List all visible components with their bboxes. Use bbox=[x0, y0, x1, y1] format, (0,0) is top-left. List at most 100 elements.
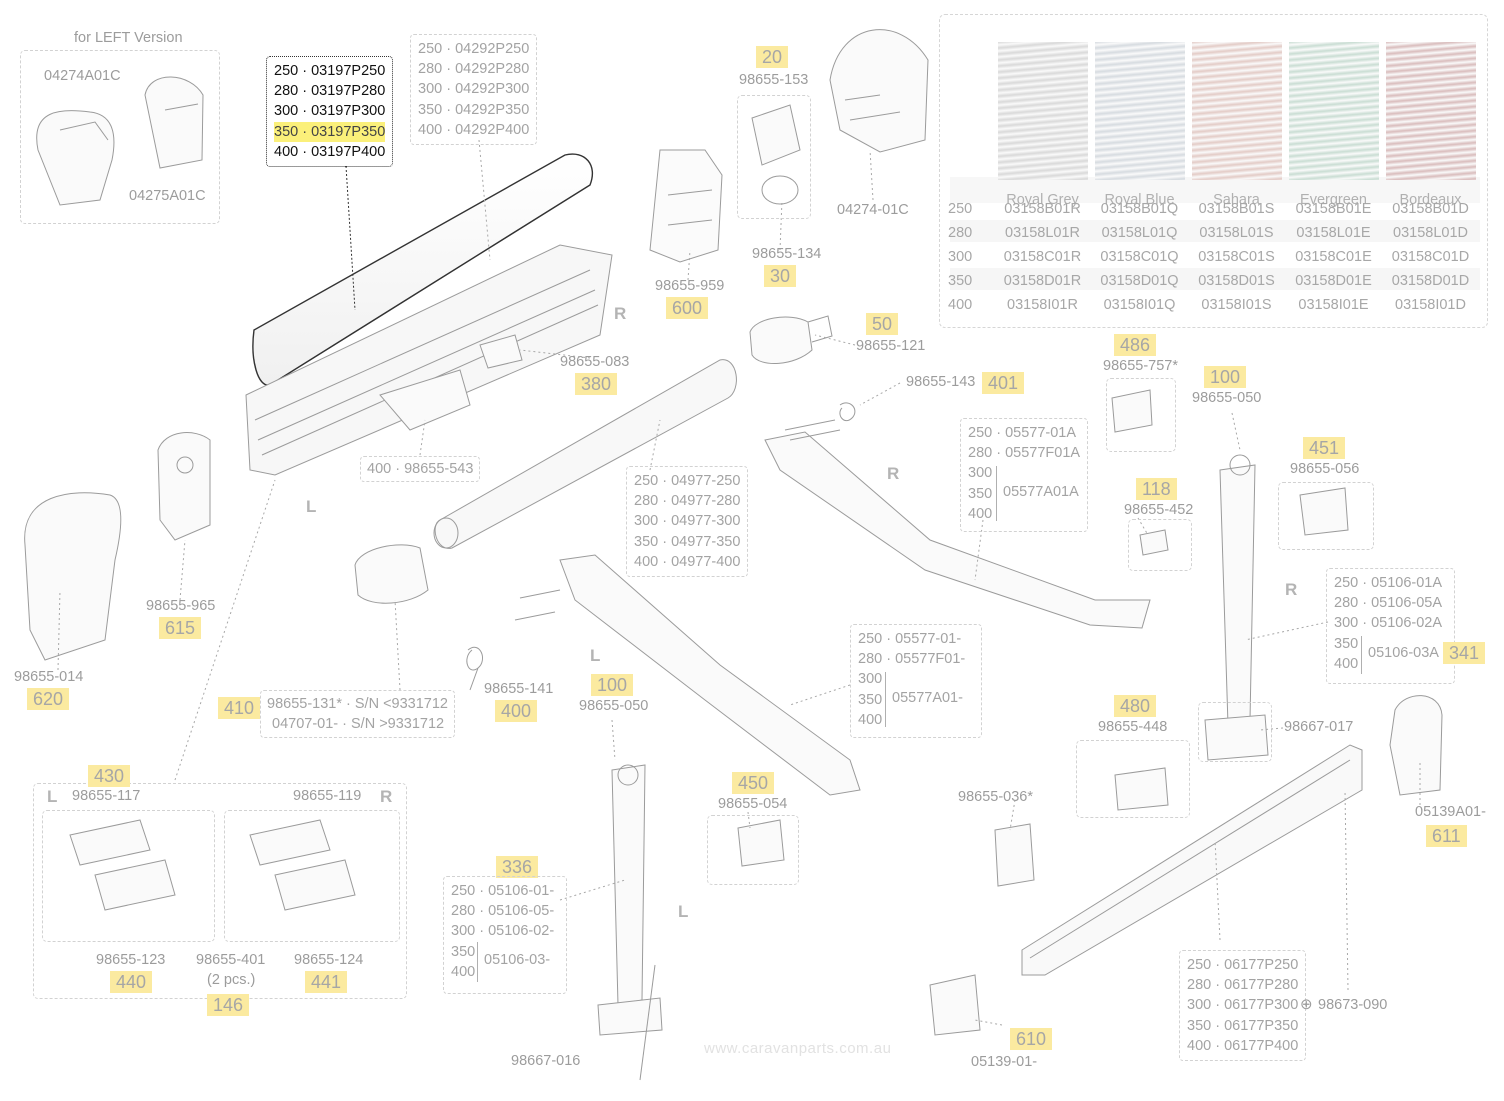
part-label-04707-01: 04707-01- · S/N >9331712 bbox=[272, 716, 445, 732]
ref-441[interactable]: 441 bbox=[305, 971, 348, 993]
fabric-part-number[interactable]: 03158L01D bbox=[1393, 225, 1468, 241]
fabric-swatch-4[interactable] bbox=[1289, 42, 1379, 180]
fabric-part-number[interactable]: 03158L01S bbox=[1199, 225, 1274, 241]
fabric-part-number[interactable]: 03158D01R bbox=[1003, 273, 1082, 289]
side-letter-r-gearbox: R bbox=[614, 304, 627, 323]
cover-size-300[interactable]: 300 · 03197P300 bbox=[274, 103, 386, 120]
ref-380[interactable]: 380 bbox=[575, 373, 618, 395]
fabric-part-number[interactable]: 03158I01S bbox=[1201, 297, 1272, 313]
bearing-box bbox=[737, 95, 811, 219]
left-arm-size-list: 250 · 05577-01- 280 · 05577F01- 300 350 … bbox=[850, 624, 982, 738]
fabric-part-number[interactable]: 03158D01Q bbox=[1100, 273, 1179, 289]
fabric-part-number[interactable]: 03158D01S bbox=[1198, 273, 1275, 289]
left-arm-350: 350 bbox=[858, 691, 883, 708]
left-leg-bracket-code: 05106-03- bbox=[484, 952, 551, 968]
front-rail-300: 300 · 06177P300 bbox=[1187, 997, 1299, 1014]
fabric-part-number[interactable]: 03158C01S bbox=[1198, 249, 1275, 265]
ref-20[interactable]: 20 bbox=[756, 46, 789, 68]
fabric-part-number[interactable]: 03158C01E bbox=[1295, 249, 1372, 265]
fabric-part-number[interactable]: 03158C01D bbox=[1391, 249, 1470, 265]
fabric-part-number[interactable]: 03158L01E bbox=[1296, 225, 1371, 241]
part-label-98655-083: 98655-083 bbox=[560, 354, 630, 370]
part-label-98667-016: 98667-016 bbox=[511, 1053, 581, 1069]
ref-50[interactable]: 50 bbox=[866, 313, 899, 335]
foot-box-right bbox=[1198, 702, 1272, 762]
ref-336[interactable]: 336 bbox=[496, 856, 539, 878]
right-arm-250: 250 · 05577-01A bbox=[968, 425, 1077, 441]
ref-100-right[interactable]: 100 bbox=[1204, 366, 1247, 388]
part-label-98655-401: 98655-401 bbox=[196, 952, 266, 968]
right-leg-300: 300 · 05106-02A bbox=[1334, 615, 1443, 632]
side-letter-r-arm: R bbox=[887, 464, 900, 483]
side-letter-l-leg: L bbox=[678, 902, 689, 921]
fabric-header: Royal Blue bbox=[1104, 192, 1175, 208]
ref-611[interactable]: 611 bbox=[1426, 825, 1467, 847]
roller-tube-350: 350 · 04977-350 bbox=[634, 533, 741, 550]
fabric-part-number[interactable]: 03158B01D bbox=[1392, 201, 1469, 217]
ref-600[interactable]: 600 bbox=[666, 297, 709, 319]
right-leg-350: 350 bbox=[1334, 635, 1359, 652]
ref-610[interactable]: 610 bbox=[1010, 1028, 1053, 1050]
part-label-98655-141: 98655-141 bbox=[484, 681, 554, 697]
part-label-98655-117: 98655-117 bbox=[72, 788, 141, 804]
ref-620[interactable]: 620 bbox=[27, 688, 70, 710]
fabric-part-number[interactable]: 03158B01R bbox=[1004, 201, 1081, 217]
ref-615[interactable]: 615 bbox=[159, 617, 202, 639]
kit-letter-r: R bbox=[380, 787, 393, 806]
roller-tube-300: 300 · 04977-300 bbox=[634, 513, 741, 530]
ref-451[interactable]: 451 bbox=[1303, 437, 1346, 459]
ref-100-left[interactable]: 100 bbox=[591, 674, 634, 696]
fabric-part-number[interactable]: 03158C01Q bbox=[1100, 249, 1179, 265]
ref-410[interactable]: 410 bbox=[218, 697, 261, 719]
fabric-size-label: 400 bbox=[948, 297, 973, 313]
fabric-header: Bordeaux bbox=[1399, 192, 1462, 208]
profile-size-300: 300 · 04292P300 bbox=[418, 81, 530, 98]
fabric-part-number[interactable]: 03158B01E bbox=[1295, 201, 1372, 217]
cover-size-250[interactable]: 250 · 03197P250 bbox=[274, 63, 386, 79]
cover-size-350-selected[interactable]: 350 · 03197P350 bbox=[274, 121, 386, 142]
right-arm-350: 350 bbox=[968, 485, 993, 502]
ref-341[interactable]: 341 bbox=[1443, 642, 1486, 664]
fabric-part-number[interactable]: 03158L01Q bbox=[1101, 225, 1178, 241]
left-arm-400: 400 bbox=[858, 711, 883, 728]
fabric-swatch-1[interactable] bbox=[998, 42, 1088, 180]
ref-400[interactable]: 400 bbox=[495, 700, 538, 722]
ref-480[interactable]: 480 bbox=[1114, 695, 1157, 717]
fabric-part-number[interactable]: 03158C01R bbox=[1003, 249, 1082, 265]
part-label-98655-131: 98655-131* · S/N <9331712 bbox=[267, 696, 448, 712]
left-leg-bracket bbox=[477, 942, 478, 982]
left-version-box bbox=[20, 50, 220, 224]
fabric-swatch-2[interactable] bbox=[1095, 42, 1185, 180]
fabric-part-number[interactable]: 03158B01S bbox=[1198, 201, 1275, 217]
fabric-header: Evergreen bbox=[1300, 192, 1367, 208]
fabric-swatch-3[interactable] bbox=[1192, 42, 1282, 180]
cover-size-280[interactable]: 280 · 03197P280 bbox=[274, 83, 386, 100]
right-leg-bracket bbox=[1361, 636, 1362, 674]
fabric-part-number[interactable]: 03158B01Q bbox=[1100, 201, 1179, 217]
fabric-part-number[interactable]: 03158I01R bbox=[1007, 297, 1078, 313]
part-label-98655-143: 98655-143 bbox=[906, 374, 976, 390]
side-letter-l-profile: L bbox=[306, 497, 317, 516]
profile-size-250: 250 · 04292P250 bbox=[418, 41, 530, 57]
ref-30[interactable]: 30 bbox=[764, 265, 797, 287]
fabric-part-number[interactable]: 03158L01R bbox=[1005, 225, 1080, 241]
fabric-part-number[interactable]: 03158D01E bbox=[1295, 273, 1372, 289]
fabric-part-number[interactable]: 03158I01Q bbox=[1103, 297, 1176, 313]
ref-118[interactable]: 118 bbox=[1136, 478, 1177, 500]
part-label-98655-543: 400 · 98655-543 bbox=[367, 461, 474, 477]
watermark: www.caravanparts.com.au bbox=[704, 1040, 892, 1057]
ref-440[interactable]: 440 bbox=[110, 971, 153, 993]
fabric-part-number[interactable]: 03158D01D bbox=[1391, 273, 1470, 289]
ref-401[interactable]: 401 bbox=[982, 372, 1025, 394]
ref-430[interactable]: 430 bbox=[88, 765, 131, 787]
part-label-04275A01C: 04275A01C bbox=[129, 188, 206, 204]
ref-450[interactable]: 450 bbox=[732, 772, 775, 794]
ref-146[interactable]: 146 bbox=[207, 994, 250, 1016]
left-leg-350: 350 bbox=[451, 943, 476, 960]
fabric-swatch-5[interactable] bbox=[1386, 42, 1476, 180]
ref-486[interactable]: 486 bbox=[1114, 334, 1157, 356]
fabric-part-number[interactable]: 03158I01E bbox=[1298, 297, 1369, 313]
fabric-part-number[interactable]: 03158I01D bbox=[1395, 297, 1466, 313]
cover-size-400[interactable]: 400 · 03197P400 bbox=[274, 143, 386, 160]
